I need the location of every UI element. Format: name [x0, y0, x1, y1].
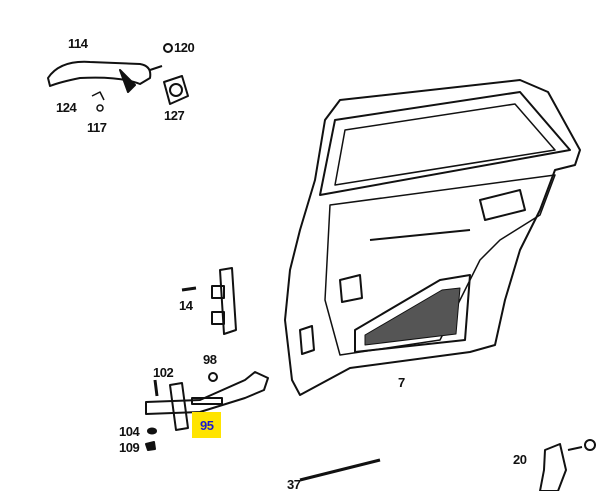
callout-117[interactable]: 117: [87, 120, 107, 135]
callout-120[interactable]: 120: [174, 40, 195, 55]
callout-104[interactable]: 104: [119, 424, 140, 439]
grommet-part: [163, 75, 189, 105]
striker-part: [181, 267, 237, 335]
callout-95-highlighted[interactable]: 95: [192, 412, 222, 438]
callout-114[interactable]: 114: [68, 36, 88, 51]
small-fasteners: [145, 427, 157, 451]
callout-124[interactable]: 124: [56, 100, 77, 115]
callout-14[interactable]: 14: [179, 298, 193, 313]
door-check-part: [145, 371, 381, 482]
rear-door-part: [284, 79, 581, 396]
callout-20[interactable]: 20: [513, 452, 527, 467]
door-handle-part: [47, 43, 173, 112]
callout-109[interactable]: 109: [119, 440, 140, 455]
callout-127[interactable]: 127: [164, 108, 185, 123]
callout-98[interactable]: 98: [203, 352, 217, 367]
callout-7[interactable]: 7: [398, 375, 405, 390]
callout-102[interactable]: 102: [153, 365, 174, 380]
callout-37[interactable]: 37: [287, 477, 301, 491]
hinge-part: [539, 439, 596, 491]
